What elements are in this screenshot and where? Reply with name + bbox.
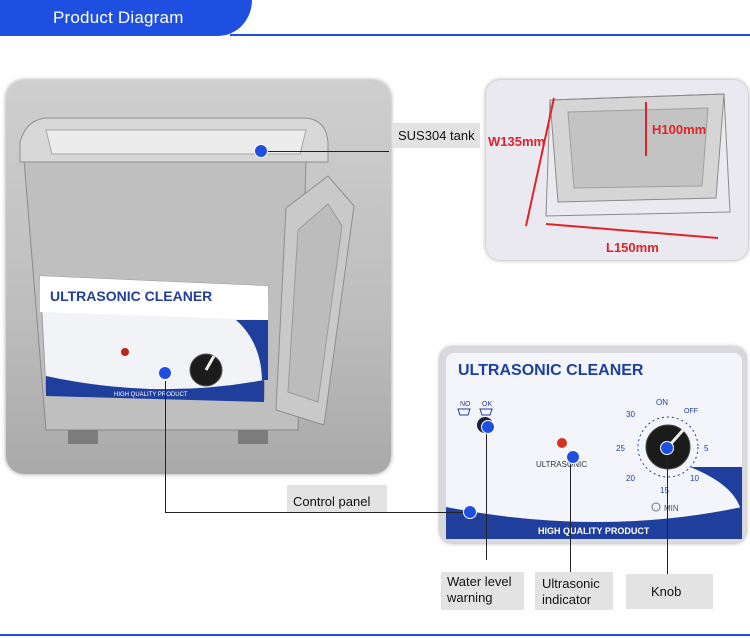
- page-title: Product Diagram: [53, 8, 184, 27]
- tank-floor: [567, 107, 709, 189]
- header-divider: [230, 34, 750, 36]
- leader-panel-horizontal: [165, 512, 470, 513]
- water-ok-label: OK: [482, 401, 492, 408]
- header-tab: [0, 0, 252, 36]
- timer-mark-30: 30: [626, 410, 635, 419]
- callout-water-line2: warning: [447, 590, 493, 605]
- water-no-label: NO: [460, 401, 471, 408]
- marker-ultrasonic: [566, 450, 580, 464]
- length-dimension-line: [545, 223, 719, 239]
- height-label: H100mm: [652, 122, 706, 137]
- foot-right: [238, 430, 268, 444]
- product-photo: ULTRASONIC CLEANER HIGH QUALITY PRODUCT: [6, 80, 391, 474]
- callout-tank: SUS304 tank: [392, 123, 480, 148]
- width-label: W135mm: [488, 134, 545, 149]
- leader-tank: [267, 151, 389, 152]
- knob-pointer: [204, 355, 216, 371]
- foot-left: [68, 430, 98, 444]
- control-panel-photo: ULTRASONIC CLEANER HIGH QUALITY PRODUCT …: [440, 347, 746, 543]
- panel-illustration: ULTRASONIC CLEANER HIGH QUALITY PRODUCT …: [446, 353, 742, 539]
- callout-ultra-line1: Ultrasonic: [542, 576, 600, 591]
- panel-face: [446, 353, 742, 539]
- timer-scale: [637, 416, 699, 478]
- quality-text: HIGH QUALITY PRODUCT: [114, 392, 188, 398]
- marker-panel-end: [463, 505, 477, 519]
- timer-mark-25: 25: [616, 444, 625, 453]
- indicator-led: [121, 348, 129, 356]
- leader-water-level: [486, 432, 487, 560]
- width-dimension-line: [525, 97, 555, 227]
- tank-dimension-photo: W135mm H100mm L150mm: [486, 80, 748, 260]
- footer-divider: [0, 634, 750, 636]
- tank-opening: [45, 129, 307, 155]
- panel-side-band: [236, 320, 268, 380]
- marker-water-level: [481, 420, 495, 434]
- callout-knob: Knob: [626, 574, 713, 609]
- lid-inner: [287, 203, 343, 403]
- ultrasonic-led: [557, 438, 567, 448]
- timer-mark-5: 5: [704, 444, 709, 453]
- product-illustration: ULTRASONIC CLEANER HIGH QUALITY PRODUCT: [19, 117, 355, 444]
- panel-bottom-band: [46, 376, 264, 402]
- water-ok-icon: [479, 408, 493, 416]
- leader-knob: [667, 456, 668, 574]
- timer-mark-10: 10: [690, 474, 699, 483]
- marker-panel: [158, 366, 172, 380]
- timer-mark-20: 20: [626, 474, 635, 483]
- callout-water-level: Water level warning: [441, 572, 524, 610]
- panel-bottom-band: [446, 507, 742, 539]
- panel-side-band: [690, 467, 742, 517]
- panel-top-band: [40, 276, 268, 320]
- callout-control-panel: Control panel: [287, 485, 387, 512]
- marker-tank: [254, 144, 268, 158]
- timer-on-label: ON: [656, 398, 668, 407]
- timer-off-label: OFF: [684, 408, 698, 415]
- header-bar: Product Diagram: [0, 0, 750, 36]
- callout-ultra-line2: indicator: [542, 592, 592, 607]
- brand-text: ULTRASONIC CLEANER: [458, 362, 644, 379]
- marker-knob: [660, 441, 674, 455]
- timer-mark-15: 15: [660, 486, 669, 495]
- water-no-icon: [457, 408, 471, 416]
- callout-ultrasonic: Ultrasonic indicator: [535, 572, 613, 610]
- length-label: L150mm: [606, 240, 659, 255]
- clock-icon: [651, 502, 661, 512]
- callout-water-line1: Water level: [447, 574, 512, 589]
- tank-flange: [545, 93, 731, 217]
- tank-illustration: W135mm H100mm L150mm: [488, 93, 731, 255]
- leader-panel-vertical: [165, 381, 166, 513]
- timer-min-label: MIN: [664, 504, 679, 513]
- quality-text: HIGH QUALITY PRODUCT: [538, 526, 650, 536]
- indicator-label: ULTRASONIC: [536, 460, 587, 469]
- brand-text: ULTRASONIC CLEANER: [50, 288, 212, 304]
- leader-ultrasonic: [570, 462, 571, 572]
